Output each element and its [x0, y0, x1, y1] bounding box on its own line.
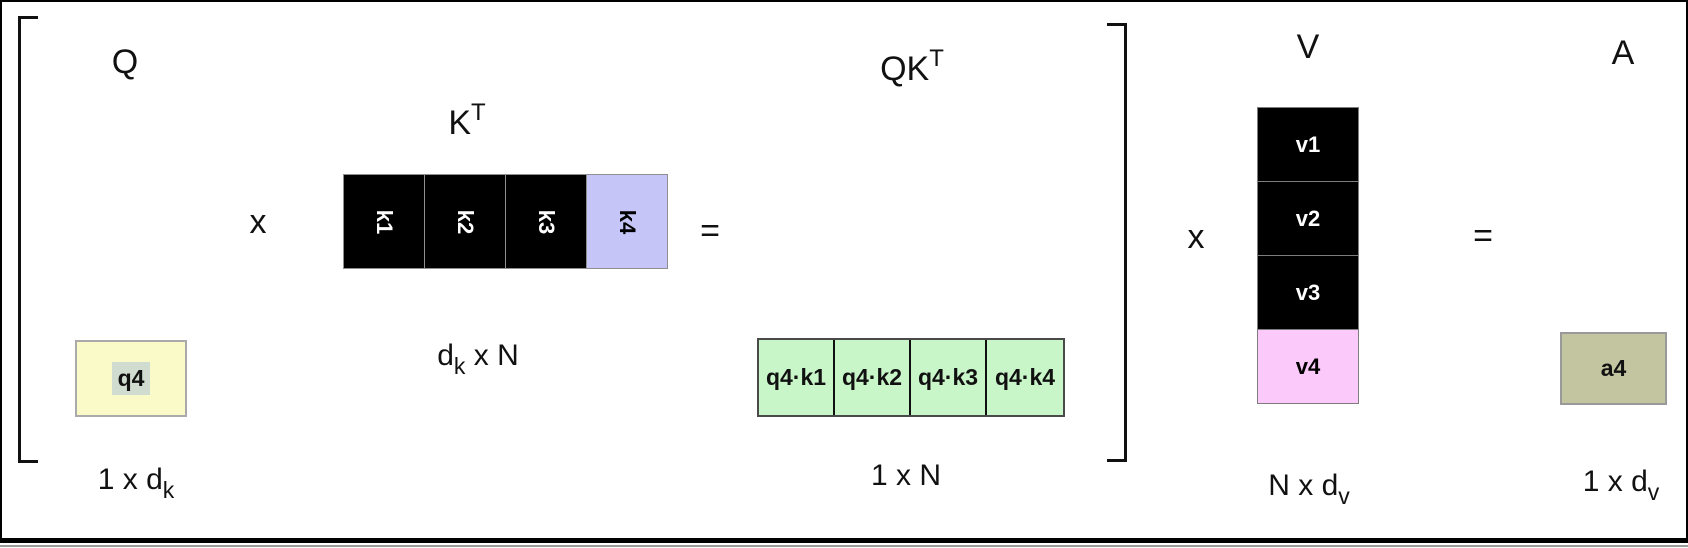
- dim-v-main: N x d: [1268, 469, 1339, 502]
- kt-cell-k1: k1: [343, 174, 425, 269]
- q4-cell-label: q4: [111, 362, 151, 395]
- v-cell-v1: v1: [1257, 107, 1359, 182]
- v-cell-v4-highlighted: v4: [1257, 329, 1359, 404]
- matrix-bracket-right: [1107, 23, 1127, 462]
- kt-cell-k3-label: k3: [533, 209, 559, 234]
- qkt-cell-3: q4·k3: [911, 340, 987, 415]
- kt-cell-k4-highlighted: k4: [586, 174, 668, 269]
- q4-cell: q4: [75, 340, 187, 417]
- qkt-cell-1: q4·k1: [759, 340, 835, 415]
- qkt-result-row: q4·k1 q4·k2 q4·k3 q4·k4: [757, 338, 1065, 417]
- dim-qkt-main: 1 x N: [870, 459, 942, 492]
- dim-a-main: 1 x d: [1582, 465, 1648, 498]
- kt-cell-k2: k2: [424, 174, 506, 269]
- kt-cell-k2-label: k2: [452, 209, 478, 234]
- dim-a-sub: v: [1647, 479, 1660, 505]
- dim-qkt: 1 x N: [871, 461, 941, 491]
- label-qkt-base: QK: [880, 50, 930, 88]
- dim-kt-main: d: [437, 339, 454, 372]
- dim-q: 1 x dk: [97, 463, 175, 502]
- kt-cell-k4-label: k4: [614, 209, 640, 234]
- label-kt: KT: [448, 101, 485, 142]
- equals-sign-left: =: [700, 212, 720, 250]
- dim-kt-sub: k: [453, 353, 466, 379]
- label-kt-superscript: T: [471, 99, 486, 126]
- label-kt-base: K: [448, 104, 472, 142]
- dim-kt-tail: x N: [465, 339, 519, 372]
- multiply-sign-right: x: [1187, 218, 1205, 256]
- dim-v-sub: v: [1338, 483, 1350, 509]
- multiply-sign-left: x: [249, 203, 267, 241]
- label-q: Q: [111, 43, 139, 81]
- label-v: V: [1296, 28, 1320, 66]
- dim-a: 1 x dv: [1582, 465, 1660, 504]
- v-cell-v3: v3: [1257, 255, 1359, 330]
- dim-v: N x dv: [1268, 469, 1350, 508]
- bottom-divider: [0, 545, 1688, 547]
- qkt-cell-4: q4·k4: [987, 340, 1063, 415]
- dim-q-main: 1 x d: [97, 463, 163, 496]
- dim-q-sub: k: [162, 477, 175, 503]
- v-cell-v2: v2: [1257, 181, 1359, 256]
- kt-matrix: k1 k2 k3 k4: [343, 174, 668, 269]
- matrix-bracket-left: [18, 16, 38, 463]
- dim-kt: dk x N: [437, 339, 519, 378]
- label-qkt: QKT: [880, 47, 944, 88]
- label-a: A: [1611, 34, 1635, 72]
- qkt-cell-2: q4·k2: [835, 340, 911, 415]
- v-matrix: v1 v2 v3 v4: [1257, 107, 1359, 404]
- kt-cell-k1-label: k1: [371, 209, 397, 234]
- equals-sign-right: =: [1473, 217, 1493, 255]
- a4-cell: a4: [1560, 332, 1667, 405]
- kt-cell-k3: k3: [505, 174, 587, 269]
- label-qkt-superscript: T: [929, 45, 944, 72]
